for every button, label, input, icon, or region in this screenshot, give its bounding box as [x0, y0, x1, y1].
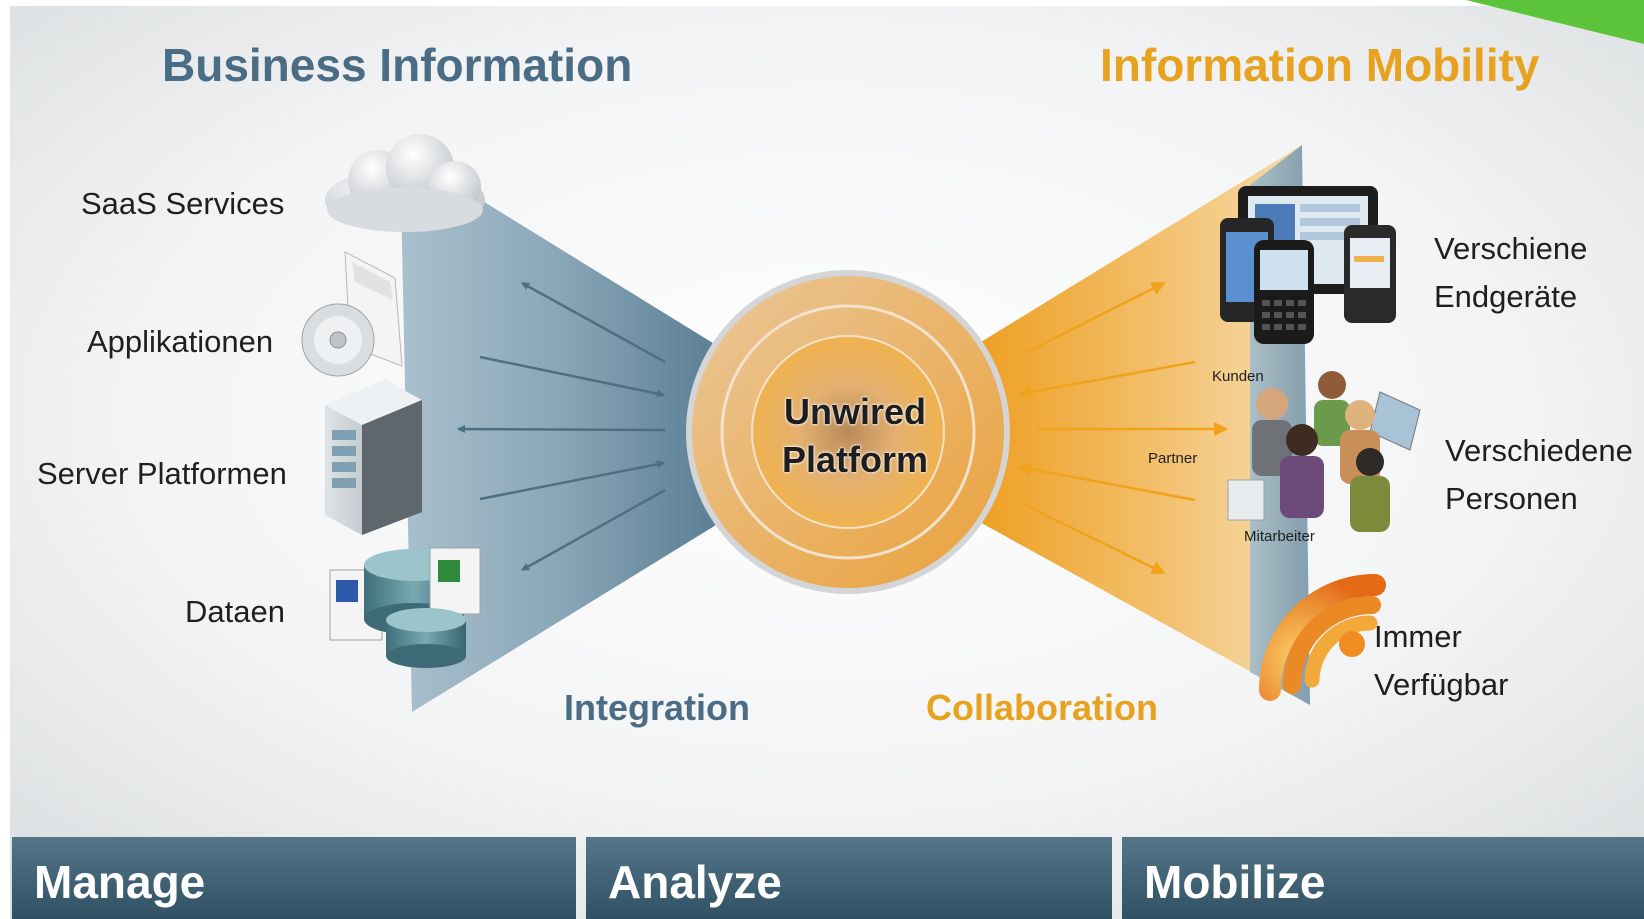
people-label-line2: Personen [1445, 481, 1578, 516]
people-group-icon [1227, 371, 1421, 532]
server-platformen-label: Server Platformen [37, 456, 287, 491]
partner-label: Partner [1148, 450, 1198, 467]
analyze-label: Analyze [608, 856, 782, 908]
server-icon [325, 380, 422, 535]
integration-label: Integration [564, 687, 750, 728]
devices-label-line2: Endgeräte [1434, 279, 1578, 314]
always-label-line1: Immer [1374, 619, 1462, 654]
devices-label-line1: Verschiene [1434, 231, 1588, 266]
wireless-signal-icon [1259, 574, 1386, 701]
people-label-line1: Verschiedene [1445, 433, 1633, 468]
document-cd-icon [301, 251, 403, 377]
manage-label: Manage [34, 856, 206, 908]
applikationen-label: Applikationen [87, 324, 274, 359]
mitarbeiter-label: Mitarbeiter [1244, 528, 1315, 545]
kunden-label: Kunden [1212, 368, 1264, 385]
always-label-line2: Verfügbar [1374, 667, 1509, 702]
database-files-icon [329, 547, 481, 668]
cloud-icon [325, 134, 485, 232]
mobile-devices-icon [1220, 186, 1396, 344]
platform-line1: Unwired [783, 391, 926, 432]
mobilize-label: Mobilize [1144, 856, 1326, 908]
information-mobility-title: Information Mobility [1100, 39, 1540, 91]
mobilize-bar: Mobilize [1122, 837, 1644, 919]
unwired-platform-label: Unwired Platform [760, 388, 950, 484]
business-information-title: Business Information [162, 39, 633, 91]
platform-line2: Platform [781, 439, 929, 480]
dataen-label: Dataen [185, 594, 285, 629]
corner-ribbon-icon [1466, 0, 1644, 44]
saas-services-label: SaaS Services [81, 186, 285, 221]
collaboration-label: Collaboration [926, 687, 1158, 728]
manage-bar: Manage [12, 837, 576, 919]
analyze-bar: Analyze [586, 837, 1112, 919]
